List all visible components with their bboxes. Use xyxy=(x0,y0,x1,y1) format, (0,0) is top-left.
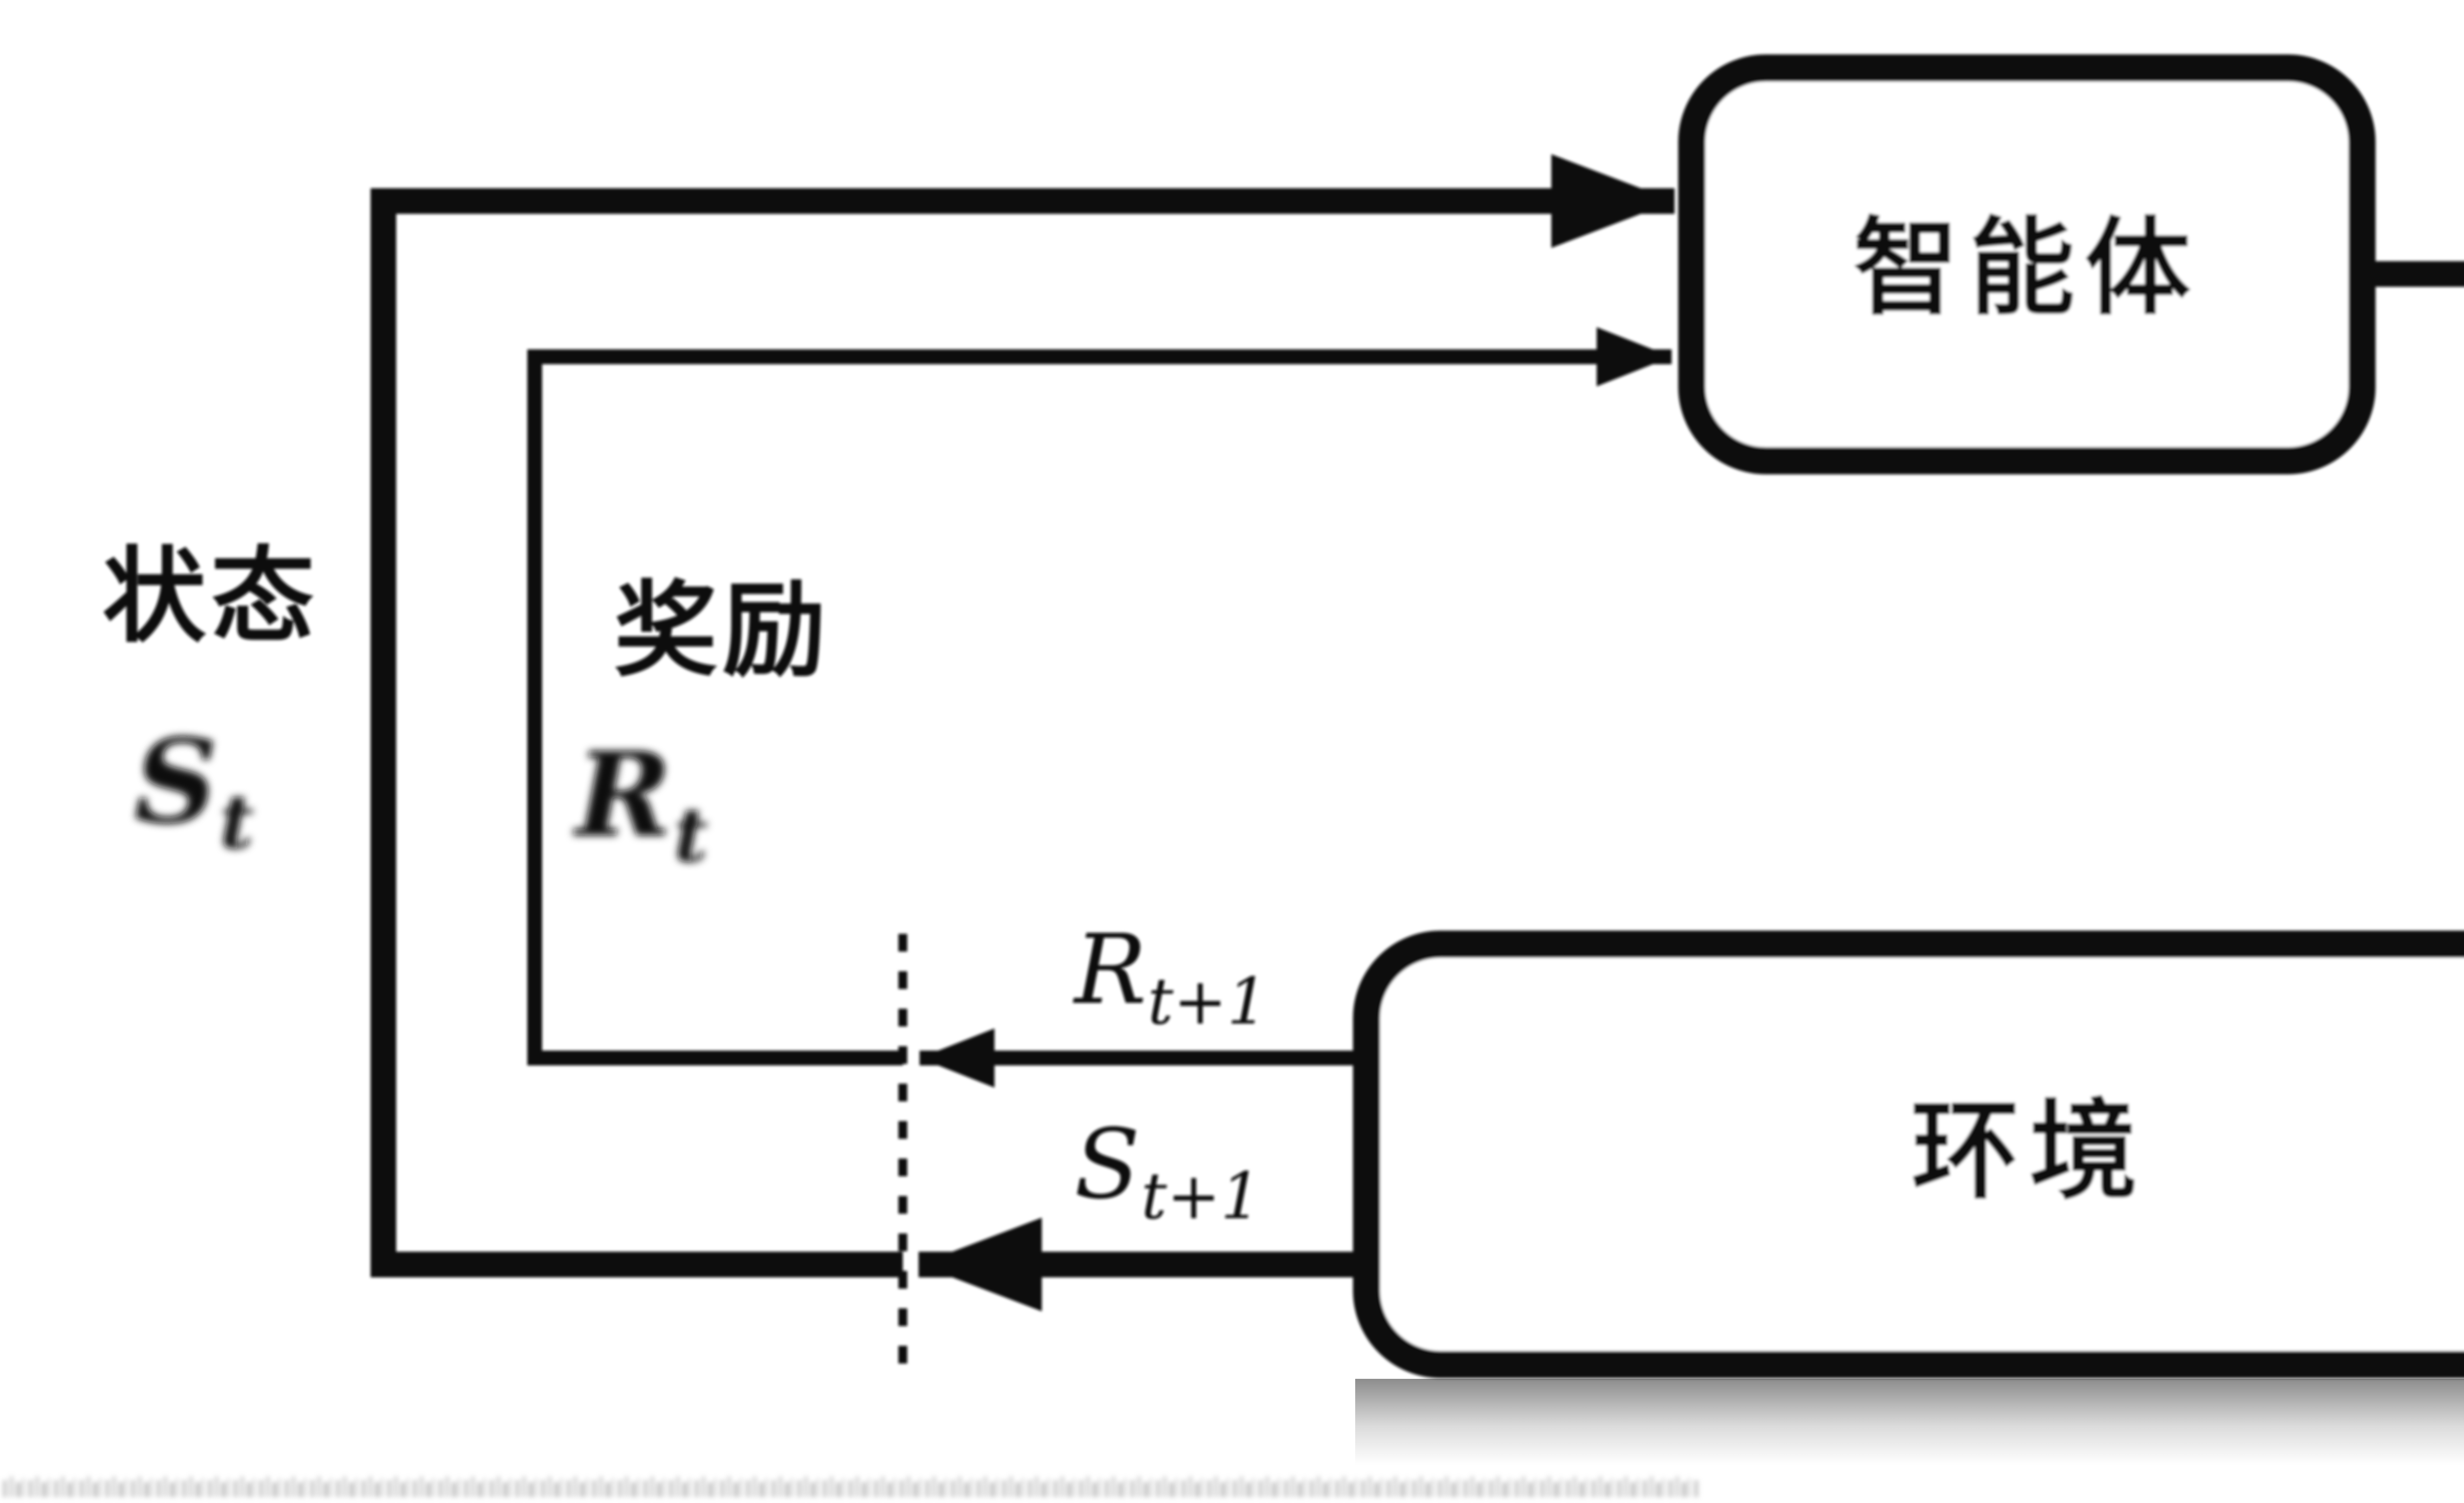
environment-bottom-blur-artifact xyxy=(1355,1379,2464,1465)
next-state-symbol: St+1 xyxy=(1074,1108,1261,1233)
reward-feedback-line xyxy=(527,327,1672,1065)
environment-box-label: 环境 xyxy=(1911,1087,2148,1214)
reward-symbol: Rt xyxy=(573,727,708,879)
agent-box-label: 智能体 xyxy=(1853,205,2201,330)
reward-caption: 奖励 xyxy=(614,569,831,691)
next-reward-symbol-base: R xyxy=(1073,914,1147,1025)
state-symbol-base: S xyxy=(134,714,218,850)
cropped-caption-fragment xyxy=(0,1472,1700,1503)
reward-symbol-base: R xyxy=(573,727,672,863)
state-symbol-subscript: t xyxy=(220,779,254,865)
next-reward-symbol: Rt+1 xyxy=(1073,914,1268,1039)
next-reward-symbol-subscript: t+1 xyxy=(1148,964,1268,1039)
next-state-symbol-subscript: t+1 xyxy=(1141,1159,1262,1233)
environment-box xyxy=(1353,930,2464,1378)
state-caption: 状态 xyxy=(103,535,319,657)
state-feedback-line xyxy=(371,154,1675,1277)
agent-box xyxy=(1678,54,2376,475)
reward-symbol-subscript: t xyxy=(674,792,708,879)
next-state-symbol-base: S xyxy=(1074,1108,1140,1220)
state-symbol: St xyxy=(134,714,254,865)
